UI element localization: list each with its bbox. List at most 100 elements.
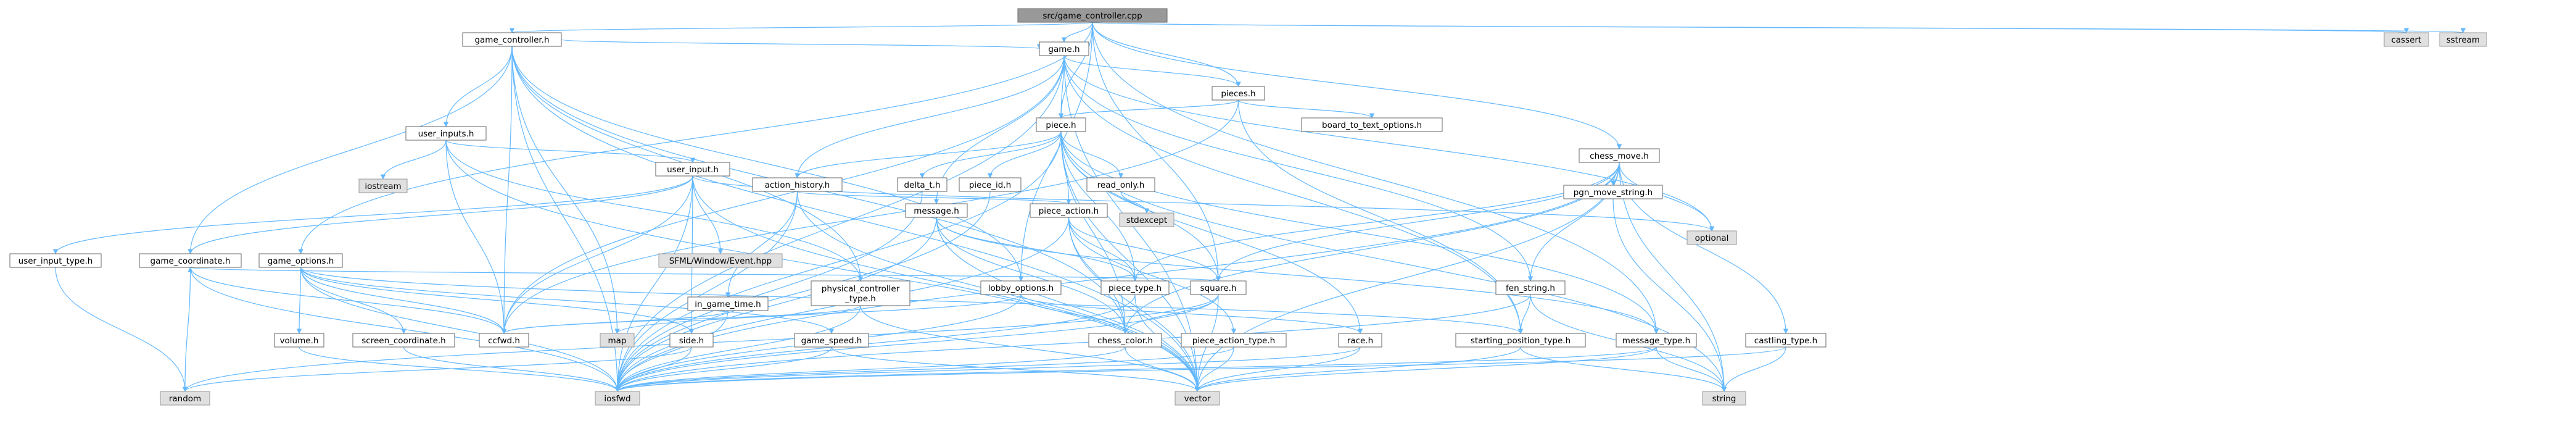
node-user-input-h[interactable]: user_input.h bbox=[655, 162, 730, 177]
edge-physical_controller_type_h-to-ccfwd_h bbox=[501, 305, 861, 334]
node-label: iosfwd bbox=[604, 394, 630, 404]
node-label: src/game_controller.cpp bbox=[1042, 11, 1142, 21]
node-box bbox=[669, 333, 714, 348]
node-piece-action-h[interactable]: piece_action.h bbox=[1030, 203, 1108, 218]
edge-piece_action_type_h-to-iosfwd bbox=[615, 346, 1234, 392]
node-side-h[interactable]: side.h bbox=[669, 333, 714, 348]
node-in-game-time-h[interactable]: in_game_time.h bbox=[687, 296, 769, 311]
node-label: chess_color.h bbox=[1097, 336, 1153, 346]
edge-user_input_h-to-iosfwd bbox=[614, 175, 693, 392]
node-game-speed-h[interactable]: game_speed.h bbox=[794, 333, 869, 348]
node-square-h[interactable]: square.h bbox=[1190, 280, 1247, 295]
node-label: board_to_text_options.h bbox=[1322, 120, 1422, 130]
node-box bbox=[479, 333, 529, 348]
node-read-only-h[interactable]: read_only.h bbox=[1086, 177, 1155, 192]
node-box bbox=[905, 203, 968, 218]
edge-game_h-to-fen_string_h bbox=[1063, 55, 1534, 282]
node-box bbox=[1495, 280, 1566, 295]
node-label: in_game_time.h bbox=[695, 299, 761, 309]
node-screen-coordinate-h[interactable]: screen_coordinate.h bbox=[352, 333, 455, 348]
edge-game_controller_h-to-lobby_options_h bbox=[511, 46, 1024, 282]
node-race-h[interactable]: race.h bbox=[1338, 333, 1382, 348]
node-label: piece.h bbox=[1046, 120, 1076, 130]
edge-game_h-to-ccfwd_h bbox=[501, 55, 1065, 334]
node-castling-type-h[interactable]: castling_type.h bbox=[1745, 333, 1827, 348]
node-fen-string-h[interactable]: fen_string.h bbox=[1495, 280, 1566, 295]
node-label: delta_t.h bbox=[904, 180, 940, 190]
node-message-type-h[interactable]: message_type.h bbox=[1616, 333, 1697, 348]
node-label: race.h bbox=[1347, 336, 1373, 346]
node-box bbox=[1100, 280, 1170, 295]
node-string: string bbox=[1702, 391, 1746, 406]
node-label: fen_string.h bbox=[1506, 283, 1555, 293]
node-box bbox=[752, 177, 843, 192]
node-label: _type.h bbox=[844, 294, 876, 304]
edge-pieces_h-to-board_to_text_options_h bbox=[1237, 99, 1375, 119]
node-box bbox=[595, 391, 640, 406]
edge-piece_type_h-to-vector bbox=[1134, 294, 1200, 392]
edge-piece_id_h-to-iosfwd bbox=[614, 191, 991, 392]
node-piece-id-h[interactable]: piece_id.h bbox=[959, 177, 1022, 192]
edge-root-to-game_options_h bbox=[298, 22, 1093, 254]
edge-game_options_h-to-side_h bbox=[300, 267, 695, 334]
node-volume-h[interactable]: volume.h bbox=[274, 333, 324, 348]
edge-game_h-to-pieces_h bbox=[1063, 55, 1241, 87]
node-game-controller-h[interactable]: game_controller.h bbox=[462, 32, 562, 47]
edge-square_h-to-iosfwd bbox=[614, 294, 1219, 392]
node-starting-position-type-h[interactable]: starting_position_type.h bbox=[1455, 333, 1586, 348]
edge-game_speed_h-to-vector bbox=[831, 346, 1200, 392]
edge-piece_h-to-string bbox=[1060, 131, 1727, 392]
node-box bbox=[352, 333, 455, 348]
nodes-layer: src/game_controller.cpp game_controller.h… bbox=[9, 8, 2487, 406]
node-chess-move-h[interactable]: chess_move.h bbox=[1579, 148, 1660, 163]
edge-game_h-to-message_h bbox=[933, 55, 1065, 204]
node-piece-type-h[interactable]: piece_type.h bbox=[1100, 280, 1170, 295]
node-box bbox=[600, 333, 635, 348]
edge-starting_position_type_h-to-vector bbox=[1194, 346, 1521, 392]
edge-chess_move_h-to-vector bbox=[1194, 162, 1620, 392]
edge-lobby_options_h-to-map bbox=[614, 294, 1022, 334]
node-game-h[interactable]: game.h bbox=[1039, 41, 1089, 56]
node-cassert: cassert bbox=[2384, 32, 2429, 47]
node-piece-action-type-h[interactable]: piece_action_type.h bbox=[1181, 333, 1287, 348]
node-label: string bbox=[1712, 394, 1736, 404]
edge-message_h-to-iosfwd bbox=[614, 217, 937, 392]
node-box bbox=[811, 280, 910, 306]
edge-piece_h-to-message_type_h bbox=[1060, 131, 1659, 334]
edge-chess_move_h-to-optional bbox=[1619, 162, 1715, 232]
node-ccfwd-h[interactable]: ccfwd.h bbox=[479, 333, 529, 348]
node-game-coordinate-h[interactable]: game_coordinate.h bbox=[139, 253, 242, 268]
edge-root-to-game_h bbox=[1061, 22, 1093, 43]
edge-user_inputs_h-to-user_input_h bbox=[445, 140, 696, 163]
node-chess-color-h[interactable]: chess_color.h bbox=[1088, 333, 1162, 348]
node-action-history-h[interactable]: action_history.h bbox=[752, 177, 843, 192]
node-root[interactable]: src/game_controller.cpp bbox=[1017, 8, 1168, 23]
node-box bbox=[1174, 391, 1220, 406]
node-label: sstream bbox=[2446, 35, 2480, 45]
node-pieces-h[interactable]: pieces.h bbox=[1212, 86, 1265, 101]
node-lobby-options-h[interactable]: lobby_options.h bbox=[980, 280, 1062, 295]
node-board-to-text-options-h[interactable]: board_to_text_options.h bbox=[1301, 117, 1443, 132]
edge-user_inputs_h-to-ccfwd_h bbox=[445, 140, 507, 334]
node-piece-h[interactable]: piece.h bbox=[1036, 117, 1086, 132]
node-box bbox=[1616, 333, 1697, 348]
node-box bbox=[2384, 32, 2429, 47]
node-pgn-move-string-h[interactable]: pgn_move_string.h bbox=[1563, 185, 1663, 199]
node-box bbox=[1017, 8, 1168, 23]
edge-user_inputs_h-to-iostream bbox=[380, 140, 447, 180]
node-box bbox=[687, 296, 769, 311]
edge-user_input_h-to-user_input_type_h bbox=[52, 175, 693, 254]
edge-read_only_h-to-stdexcept bbox=[1120, 191, 1150, 214]
edge-in_game_time_h-to-iosfwd bbox=[614, 310, 729, 392]
node-message-h[interactable]: message.h bbox=[905, 203, 968, 218]
node-user-input-type-h[interactable]: user_input_type.h bbox=[9, 253, 102, 268]
node-game-options-h[interactable]: game_options.h bbox=[258, 253, 343, 268]
edge-side_h-to-iosfwd bbox=[614, 346, 692, 392]
node-physical-controller-type-h[interactable]: physical_controller_type.h bbox=[811, 280, 910, 306]
node-user-inputs-h[interactable]: user_inputs.h bbox=[405, 126, 487, 141]
node-label: pgn_move_string.h bbox=[1574, 188, 1653, 198]
edge-game_controller_h-to-vector bbox=[511, 46, 1200, 392]
node-delta-t-h[interactable]: delta_t.h bbox=[897, 177, 947, 192]
node-random: random bbox=[160, 391, 210, 406]
edge-message_type_h-to-iosfwd bbox=[615, 346, 1657, 392]
